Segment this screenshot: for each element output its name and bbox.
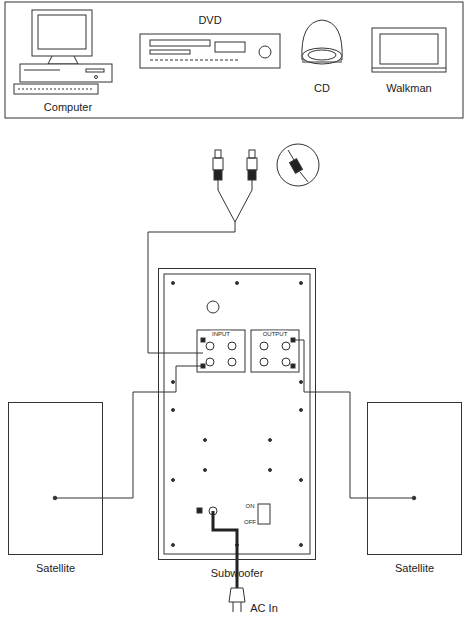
panel-label: INPUT (211, 331, 231, 338)
speaker-label: Satellite (36, 562, 75, 574)
cd-icon (302, 20, 342, 64)
input-terminals (197, 330, 245, 372)
input-cable (148, 222, 235, 353)
rear-panel (164, 274, 310, 554)
dvd-icon (140, 34, 280, 68)
rca-plugs (213, 150, 257, 222)
terminal-posts (201, 338, 295, 368)
computer-icon (14, 10, 112, 94)
source-frame (5, 2, 463, 118)
output-wire (295, 340, 316, 392)
power-led (197, 508, 202, 513)
output-wire (158, 366, 201, 392)
panel-label: OFF (243, 519, 257, 526)
ac-plug (229, 588, 245, 612)
device-label: DVD (198, 14, 221, 26)
speaker-cable (316, 392, 367, 498)
satellite-wire (55, 498, 102, 499)
device-label: Computer (44, 101, 92, 113)
satellite-speaker: Satellite (8, 402, 103, 555)
satellite-wire (367, 498, 414, 499)
speaker-cable (103, 392, 158, 498)
device-label: CD (314, 82, 330, 94)
device-label: Walkman (386, 82, 431, 94)
panel-screws (172, 282, 303, 547)
device-label: AC In (250, 602, 278, 614)
output-terminals (251, 330, 299, 372)
tone-knob (207, 301, 219, 313)
panel-label: ON (245, 503, 256, 510)
subwoofer-box: Subwoofer (158, 268, 316, 560)
speaker-label: Subwoofer (211, 567, 264, 579)
satellite-speaker: Satellite (367, 402, 462, 555)
panel-label: OUTPUT (262, 331, 289, 338)
walkman-icon (372, 28, 446, 72)
speaker-label: Satellite (395, 562, 434, 574)
power-switch (258, 504, 270, 524)
mini-jack (277, 144, 319, 186)
